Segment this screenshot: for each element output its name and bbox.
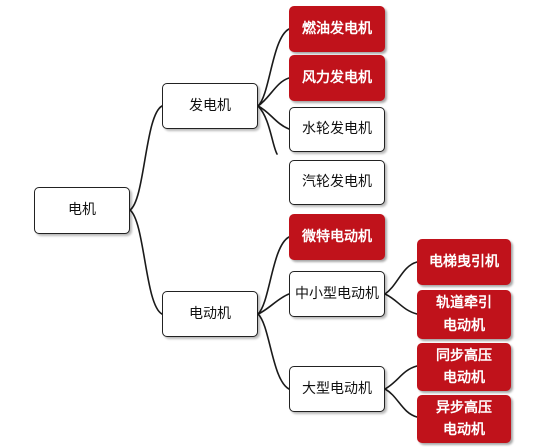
node-water-generator: 水轮发电机: [289, 107, 385, 152]
connector-large-sync: [384, 365, 418, 390]
node-mid-small-motor: 中小型电动机: [289, 271, 385, 317]
node-generator-label: 发电机: [189, 97, 231, 114]
node-async-hv-motor-label: 异步高压 电动机: [436, 399, 492, 438]
node-rail-traction-motor: 轨道牵引 电动机: [417, 290, 511, 339]
node-steam-generator: 汽轮发电机: [289, 160, 385, 205]
node-root-label: 电机: [68, 202, 96, 219]
node-electric-motor-label: 电动机: [189, 305, 231, 322]
connector-large-async: [384, 388, 418, 418]
node-steam-generator-label: 汽轮发电机: [302, 174, 372, 191]
node-large-motor: 大型电动机: [289, 366, 385, 412]
connector-root-generator: [129, 105, 163, 211]
connector-mid-rail: [384, 293, 418, 315]
node-micro-motor: 微特电动机: [289, 214, 385, 260]
connector-generator-fuel: [257, 28, 290, 107]
node-async-hv-motor: 异步高压 电动机: [417, 395, 511, 443]
node-root-motor: 电机: [34, 187, 130, 234]
node-fuel-generator-label: 燃油发电机: [302, 20, 372, 37]
node-fuel-generator: 燃油发电机: [289, 6, 385, 52]
connector-generator-steam: [257, 105, 278, 155]
node-micro-motor-label: 微特电动机: [302, 228, 372, 245]
node-large-motor-label: 大型电动机: [302, 380, 372, 397]
node-sync-hv-motor-label: 同步高压 电动机: [436, 347, 492, 386]
connector-mid-elevator: [384, 261, 418, 295]
connector-generator-wind: [257, 77, 290, 107]
connector-generator-water: [257, 105, 290, 130]
connector-motor-mid: [257, 293, 290, 315]
node-wind-generator-label: 风力发电机: [302, 69, 372, 86]
connector-motor-micro: [257, 236, 290, 315]
node-rail-traction-motor-label: 轨道牵引 电动机: [436, 295, 492, 334]
node-mid-small-motor-label: 中小型电动机: [295, 285, 379, 302]
node-electric-motor: 电动机: [162, 291, 258, 337]
node-elevator-traction: 电梯曳引机: [417, 239, 511, 285]
connector-root-motor: [129, 209, 163, 315]
connector-motor-large: [257, 313, 290, 390]
node-generator: 发电机: [162, 83, 258, 129]
node-wind-generator: 风力发电机: [289, 55, 385, 101]
node-sync-hv-motor: 同步高压 电动机: [417, 343, 511, 391]
node-elevator-traction-label: 电梯曳引机: [429, 253, 499, 270]
node-water-generator-label: 水轮发电机: [302, 121, 372, 138]
